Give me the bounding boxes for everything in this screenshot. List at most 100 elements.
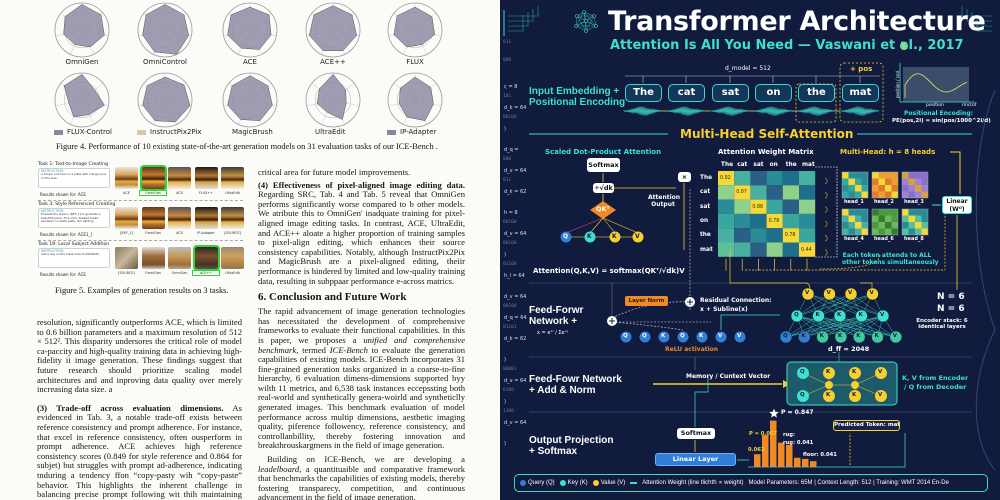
flow-arrow <box>614 183 685 250</box>
bar-label: P = 0.057 <box>749 431 778 437</box>
radar-chart <box>387 2 443 58</box>
embedding-label: Input Embedding + <box>529 86 620 97</box>
node-label: K <box>852 369 857 375</box>
node-k <box>609 231 621 243</box>
legend-dot-icon <box>592 480 599 486</box>
results-shown-label: Results shown for: ACE1_] <box>40 232 92 237</box>
radar-chart <box>54 2 110 58</box>
result-thumbnail <box>141 247 165 269</box>
legend-item: FLUX-Control <box>54 128 112 136</box>
pos-box <box>839 62 884 123</box>
instruction-text: Add a dog on the mask area of [SOURCE]. <box>41 252 100 257</box>
radar-polygon <box>63 4 105 48</box>
node-k <box>798 330 811 344</box>
head-cell <box>891 215 898 222</box>
head-cell <box>848 222 855 229</box>
head-cell <box>921 215 928 222</box>
head-cell <box>861 178 868 185</box>
cross-junction <box>825 381 833 389</box>
logo-edge <box>576 15 587 32</box>
bar-label: P = 0.847 <box>781 408 814 416</box>
legend-label: IP-Adapter <box>400 128 437 136</box>
node-label: K <box>699 333 704 339</box>
attention-arc <box>824 234 828 242</box>
instruction-text: Emulate the style in [REF_1] to generate… <box>41 212 101 224</box>
head-cell <box>842 191 849 198</box>
legend-item: IP-Adapter <box>387 128 436 136</box>
head-cell <box>902 228 909 235</box>
figure4-caption: Figure 4. Performance of 10 existing sta… <box>56 142 438 151</box>
result-thumbnail <box>168 167 191 189</box>
network-edge <box>818 293 873 317</box>
attention-cell <box>718 185 735 200</box>
footer-legend-label: Value (V) <box>600 479 626 486</box>
margin-note: d_v = 64 <box>504 294 527 300</box>
result-thumbnail <box>221 207 244 229</box>
output-label: Output Projection <box>529 435 614 446</box>
head-cell <box>891 191 898 198</box>
head-cell <box>921 185 928 192</box>
decoder-label: + Add & Norm <box>529 385 596 396</box>
probability-bar <box>802 458 809 467</box>
matrix-row-label: mat <box>700 246 713 253</box>
head-cell <box>855 222 862 229</box>
corner-circuit <box>966 9 992 22</box>
node-label: Q <box>680 333 685 339</box>
task-title: Task 19: Local Subject Addition <box>38 242 110 247</box>
paragraph-lead: (3) Trade-off across evaluation dimensio… <box>37 402 224 413</box>
radar-chart <box>305 2 361 58</box>
embedding-waveform <box>753 106 793 116</box>
multihead-title: Multi-Head: h = 8 heads <box>840 148 936 156</box>
legend-item: UltraEdit <box>315 128 346 136</box>
margin-note: h_l = 64 <box>504 273 525 279</box>
radar-polygon <box>227 75 273 121</box>
attention-cell <box>734 242 751 257</box>
network-logo-icon <box>574 10 598 33</box>
edge <box>602 217 616 234</box>
task-title: Task 1: Text-to-Image Creating <box>38 162 108 167</box>
radar-charts <box>54 2 443 128</box>
head-matrix <box>841 171 869 199</box>
node-k <box>855 309 868 323</box>
node-q <box>560 231 572 243</box>
network-edge <box>804 315 884 338</box>
attention-arc <box>824 220 828 228</box>
margin-binary: 01101 <box>503 325 517 330</box>
head-cell <box>921 191 928 198</box>
legend-label: UltraEdit <box>315 128 346 136</box>
head-cell <box>902 209 909 216</box>
instruction-box: INSTRUCTION:Emulate the style in [REF_1]… <box>38 208 110 228</box>
margin-binary: 011 <box>503 40 512 45</box>
node-label: Q <box>783 333 788 339</box>
radar-chart <box>387 72 443 128</box>
predicted-token-box: Predicted Token: mat <box>833 420 900 431</box>
node-label: K <box>852 392 857 398</box>
matrix-bracket <box>815 166 838 258</box>
node-k <box>816 330 829 344</box>
head-label: head_1 <box>844 199 864 205</box>
node-v <box>734 331 746 343</box>
margin-note: ) <box>504 252 506 258</box>
multiply-box: × <box>678 172 691 182</box>
token-box: on <box>755 84 792 102</box>
corner-circuit <box>508 9 534 22</box>
radar-polygon <box>142 4 189 55</box>
node-label: K <box>826 392 831 398</box>
kv-label: K, V from Encoder <box>902 374 969 382</box>
residual-formula: x + Subline(x) <box>700 306 748 313</box>
attention-cell <box>766 213 783 229</box>
margin-binary: 00001 <box>503 367 517 372</box>
layer-norm-box: Layer Norm <box>625 296 668 306</box>
footer-legend: Query (Q)Key (K)Value (V) Attention Weig… <box>514 474 988 492</box>
matrix-column-label: cat <box>737 162 748 168</box>
output-softmax-box: Softmax <box>677 428 715 439</box>
model-meta: Model Parameters: 65M | Context Length: … <box>748 479 949 486</box>
embedding-waveform <box>623 106 663 116</box>
node-label: V <box>635 233 640 240</box>
pos-label: + pos <box>850 65 873 73</box>
footer-legend-item: Value (V) <box>592 479 626 487</box>
